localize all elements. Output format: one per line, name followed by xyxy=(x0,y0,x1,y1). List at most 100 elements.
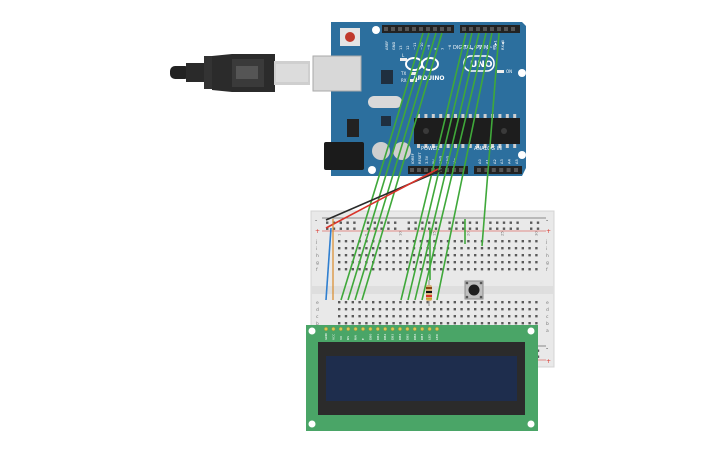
terminal-hole[interactable] xyxy=(372,315,375,318)
terminal-hole[interactable] xyxy=(399,315,402,318)
terminal-hole[interactable] xyxy=(433,240,436,243)
terminal-hole[interactable] xyxy=(358,268,361,271)
terminal-hole[interactable] xyxy=(474,315,477,318)
terminal-hole[interactable] xyxy=(433,322,436,325)
lcd-pin-header[interactable] xyxy=(324,327,439,331)
terminal-hole[interactable] xyxy=(344,308,348,311)
terminal-hole[interactable] xyxy=(508,315,511,318)
terminal-hole[interactable] xyxy=(494,301,497,304)
terminal-hole[interactable] xyxy=(399,240,402,243)
terminal-hole[interactable] xyxy=(514,315,518,318)
terminal-hole[interactable] xyxy=(358,308,361,311)
rail-hole[interactable] xyxy=(530,221,533,224)
terminal-hole[interactable] xyxy=(460,315,463,318)
terminal-hole[interactable] xyxy=(378,322,382,325)
terminal-hole[interactable] xyxy=(433,268,436,271)
terminal-hole[interactable] xyxy=(480,315,484,318)
terminal-hole[interactable] xyxy=(419,261,422,264)
terminal-hole[interactable] xyxy=(508,254,511,257)
terminal-hole[interactable] xyxy=(372,268,375,271)
rail-hole[interactable] xyxy=(407,227,410,230)
rail-hole[interactable] xyxy=(536,227,540,230)
terminal-hole[interactable] xyxy=(474,308,477,311)
wire-green[interactable] xyxy=(400,32,467,301)
terminal-hole[interactable] xyxy=(446,254,450,257)
terminal-hole[interactable] xyxy=(426,322,429,325)
terminal-hole[interactable] xyxy=(535,322,538,325)
terminal-hole[interactable] xyxy=(514,268,518,271)
terminal-hole[interactable] xyxy=(501,261,504,264)
rail-hole[interactable] xyxy=(332,221,336,224)
terminal-hole[interactable] xyxy=(474,322,477,325)
resistor[interactable] xyxy=(426,280,432,306)
terminal-hole[interactable] xyxy=(521,240,524,243)
lcd-pin[interactable] xyxy=(427,327,432,331)
rail-hole[interactable] xyxy=(468,227,472,230)
analog-pin-hole[interactable] xyxy=(499,168,504,172)
lcd-pin[interactable] xyxy=(361,327,365,331)
rail-hole[interactable] xyxy=(387,227,390,230)
terminal-hole[interactable] xyxy=(501,315,504,318)
terminal-hole[interactable] xyxy=(508,261,511,264)
terminal-hole[interactable] xyxy=(392,322,395,325)
terminal-hole[interactable] xyxy=(480,301,484,304)
digital-pin-hole[interactable] xyxy=(462,27,466,31)
terminal-hole[interactable] xyxy=(385,261,388,264)
power-pin-hole[interactable] xyxy=(410,168,414,172)
rail-hole[interactable] xyxy=(346,221,349,224)
rail-hole[interactable] xyxy=(462,221,465,224)
lcd-pin[interactable] xyxy=(420,327,425,331)
rail-hole[interactable] xyxy=(516,221,519,224)
terminal-hole[interactable] xyxy=(521,268,524,271)
terminal-hole[interactable] xyxy=(440,301,443,304)
terminal-hole[interactable] xyxy=(446,268,450,271)
rail-hole[interactable] xyxy=(455,221,458,224)
digital-pin-hole[interactable] xyxy=(469,27,473,31)
terminal-hole[interactable] xyxy=(474,254,477,257)
terminal-hole[interactable] xyxy=(446,240,450,243)
terminal-hole[interactable] xyxy=(453,240,456,243)
terminal-hole[interactable] xyxy=(521,301,524,304)
terminal-hole[interactable] xyxy=(351,254,354,257)
terminal-hole[interactable] xyxy=(453,268,456,271)
lcd-pin[interactable] xyxy=(383,327,388,331)
terminal-hole[interactable] xyxy=(501,240,504,243)
terminal-hole[interactable] xyxy=(406,322,409,325)
terminal-hole[interactable] xyxy=(487,261,490,264)
terminal-hole[interactable] xyxy=(535,315,538,318)
usb-cable[interactable] xyxy=(170,54,310,92)
terminal-hole[interactable] xyxy=(392,315,395,318)
terminal-hole[interactable] xyxy=(514,322,518,325)
terminal-hole[interactable] xyxy=(494,268,497,271)
terminal-hole[interactable] xyxy=(399,247,402,250)
terminal-hole[interactable] xyxy=(399,261,402,264)
terminal-hole[interactable] xyxy=(358,247,361,250)
terminal-hole[interactable] xyxy=(406,301,409,304)
terminal-hole[interactable] xyxy=(351,315,354,318)
terminal-hole[interactable] xyxy=(521,322,524,325)
terminal-hole[interactable] xyxy=(378,301,382,304)
terminal-hole[interactable] xyxy=(446,308,450,311)
terminal-hole[interactable] xyxy=(460,301,463,304)
rail-hole[interactable] xyxy=(516,227,519,230)
terminal-hole[interactable] xyxy=(440,268,443,271)
terminal-hole[interactable] xyxy=(344,254,348,257)
terminal-hole[interactable] xyxy=(338,315,341,318)
rail-hole[interactable] xyxy=(353,227,356,230)
terminal-hole[interactable] xyxy=(351,268,354,271)
terminal-hole[interactable] xyxy=(338,322,341,325)
terminal-hole[interactable] xyxy=(467,261,470,264)
terminal-hole[interactable] xyxy=(521,254,524,257)
terminal-hole[interactable] xyxy=(480,261,484,264)
rail-hole[interactable] xyxy=(475,221,478,224)
terminal-hole[interactable] xyxy=(535,240,538,243)
digital-pin-hole[interactable] xyxy=(391,27,395,31)
rail-hole[interactable] xyxy=(373,221,376,224)
rail-hole[interactable] xyxy=(455,227,458,230)
terminal-hole[interactable] xyxy=(372,254,375,257)
terminal-hole[interactable] xyxy=(467,247,470,250)
digital-pin-hole[interactable] xyxy=(405,27,409,31)
terminal-hole[interactable] xyxy=(426,261,429,264)
